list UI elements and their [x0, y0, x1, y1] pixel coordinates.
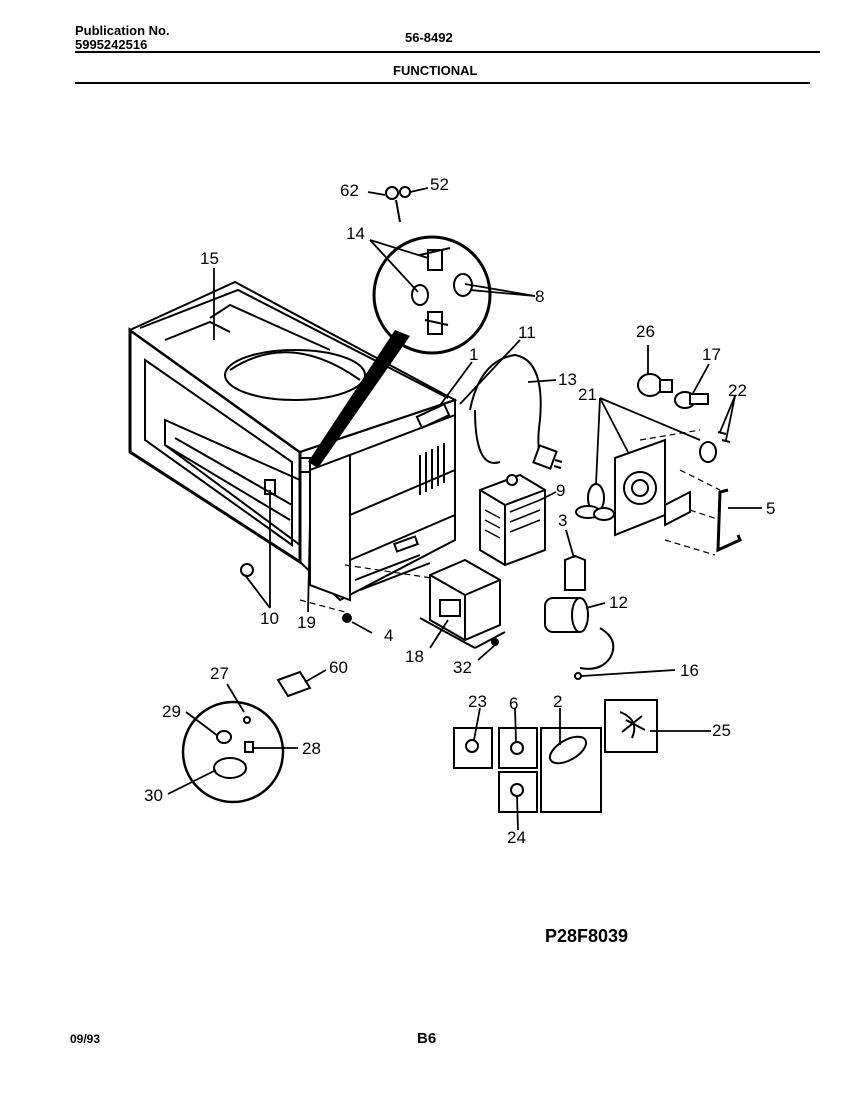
- callout-17: 17: [702, 345, 721, 364]
- callout-27: 27: [210, 664, 229, 683]
- callout-26: 26: [636, 322, 655, 341]
- callout-13: 13: [558, 370, 577, 389]
- callout-25: 25: [712, 721, 731, 740]
- lamp-and-socket: [637, 373, 731, 463]
- callout-8: 8: [535, 287, 545, 306]
- callout-28: 28: [302, 739, 321, 758]
- callout-32: 32: [453, 658, 472, 677]
- part-1-bracket: [415, 402, 451, 430]
- part-5-bracket: [716, 488, 742, 553]
- capacitor-assembly: [544, 554, 615, 680]
- part-4-foot: [342, 613, 352, 623]
- power-cord: [469, 353, 563, 470]
- footer-page: B6: [417, 1030, 437, 1047]
- callout-3: 3: [558, 511, 568, 530]
- interlock-switch-detail: [372, 235, 492, 355]
- callout-23: 23: [468, 692, 487, 711]
- callout-10: 10: [260, 609, 279, 628]
- callout-15: 15: [200, 249, 219, 268]
- callout-30: 30: [144, 786, 163, 805]
- part-10-switch: [240, 563, 254, 577]
- footer-date: 09/93: [70, 1032, 101, 1046]
- alignment-lines: [299, 429, 721, 613]
- callout-21: 21: [578, 385, 597, 404]
- callout-22: 22: [728, 381, 747, 400]
- callout-29: 29: [162, 702, 181, 721]
- thermostat-detail: [181, 700, 285, 804]
- callout-2: 2: [553, 692, 563, 711]
- publication-number: 5995242516: [75, 37, 148, 52]
- part-60: [276, 670, 312, 698]
- model-number: 56-8492: [405, 30, 453, 45]
- callout-60: 60: [329, 658, 348, 677]
- callout-6: 6: [509, 694, 519, 713]
- callout-52: 52: [430, 175, 449, 194]
- callout-14: 14: [346, 224, 365, 243]
- hv-transformer: [419, 558, 506, 649]
- publication-label: Publication No.: [75, 23, 170, 38]
- fan-motor-assembly: [575, 438, 691, 537]
- section-title: FUNCTIONAL: [393, 63, 478, 78]
- part-boxes: [453, 699, 658, 813]
- callout-5: 5: [766, 499, 776, 518]
- callout-1: 1: [469, 345, 479, 364]
- zoom-leader: [308, 330, 410, 468]
- callout-12: 12: [609, 593, 628, 612]
- callout-4: 4: [384, 626, 394, 645]
- magnetron: [479, 473, 546, 567]
- callout-16: 16: [680, 661, 699, 680]
- cabinet-assembly: [128, 280, 458, 602]
- callout-11: 11: [518, 323, 536, 342]
- screw-32: [491, 638, 499, 646]
- callout-62: 62: [340, 181, 359, 200]
- parts-62-52: [385, 186, 411, 223]
- callout-leaders: [167, 187, 762, 831]
- figure-code: P28F8039: [545, 926, 629, 946]
- callout-9: 9: [556, 481, 566, 500]
- callout-24: 24: [507, 828, 526, 847]
- callout-19: 19: [297, 613, 316, 632]
- callout-18: 18: [405, 647, 424, 666]
